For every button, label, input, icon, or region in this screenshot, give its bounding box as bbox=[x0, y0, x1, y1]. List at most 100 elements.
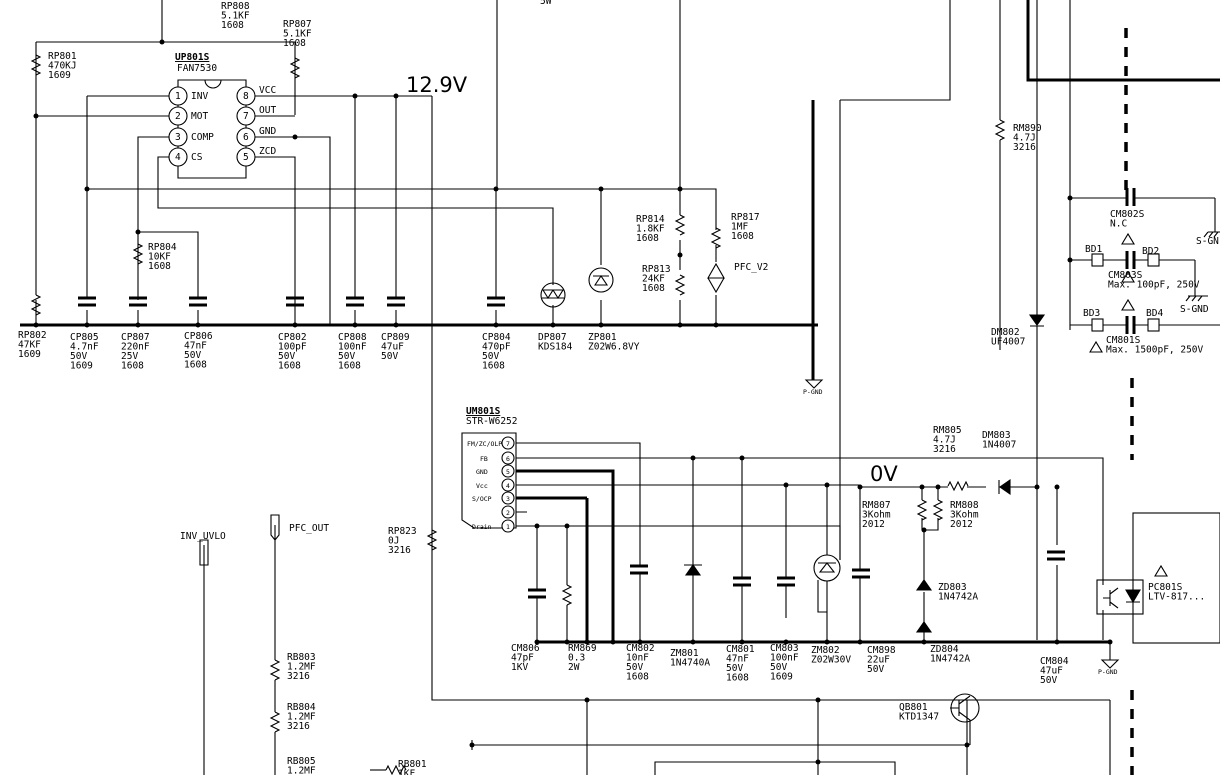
rp804-resistor bbox=[132, 243, 144, 265]
cm803-label-line: 100nF bbox=[770, 653, 799, 664]
um801s-pin-fm: FM/ZC/OLP bbox=[467, 440, 502, 448]
up801s-pin-6-num: 6 bbox=[243, 132, 249, 143]
cp807-capacitor bbox=[129, 296, 147, 307]
dm803-label-line: DM803 bbox=[982, 430, 1011, 441]
um801s-pin-vcc: Vcc bbox=[476, 482, 488, 490]
cm802-label-line: CM802 bbox=[626, 643, 655, 654]
up801s-pin-6 bbox=[236, 127, 256, 147]
bd2-box bbox=[1147, 253, 1160, 267]
cp809-label-line: 47uF bbox=[381, 342, 404, 353]
cm803-label-line: CM803 bbox=[770, 643, 799, 654]
connector-labels: BD1 BD2 BD3 BD4 PFC_V2 PFC_OUT INV_UVLO … bbox=[180, 236, 1219, 676]
voltage-label-12-9v: 12.9V bbox=[406, 73, 468, 97]
um801s-pin-socp: S/OCP bbox=[472, 495, 492, 503]
cp806-label-line: 50V bbox=[184, 350, 201, 361]
um801s-pin-6 bbox=[501, 451, 515, 465]
rp807-label-line: 5.1KF bbox=[283, 29, 312, 40]
bd4-label: BD4 bbox=[1146, 308, 1163, 319]
up801s-pin-4 bbox=[168, 147, 188, 167]
p-gnd-1-label: P-GND bbox=[803, 388, 823, 396]
bd2-label: BD2 bbox=[1142, 246, 1159, 257]
rp802-label-line: 47KF bbox=[18, 340, 41, 351]
rm869-resistor bbox=[561, 584, 573, 606]
cm898-label-line: CM898 bbox=[867, 645, 896, 656]
ic-um801s: 7 6 5 4 3 2 1 FM/ZC/OLP FB GND Vcc S/OCP… bbox=[461, 406, 517, 533]
um801s-pin-3 bbox=[501, 491, 515, 505]
cm801s-label-line: CM801S bbox=[1106, 335, 1141, 346]
bd1-label: BD1 bbox=[1085, 244, 1102, 255]
rp817-label-line: RP817 bbox=[731, 212, 760, 223]
cm806-label-line: 47pF bbox=[511, 653, 534, 664]
up801s-pin-3-num: 3 bbox=[175, 132, 181, 143]
zm801-label-line: ZM801 bbox=[670, 648, 699, 659]
zd803-label-line: ZD803 bbox=[938, 582, 967, 593]
top-partial-label: 5W bbox=[540, 0, 552, 7]
cm802s-capacitor bbox=[1125, 188, 1136, 206]
cp808-label-line: 50V bbox=[338, 351, 355, 362]
up801s-pin-1 bbox=[168, 86, 188, 106]
cp805-label-line: 4.7nF bbox=[70, 342, 99, 353]
warning-icon bbox=[1121, 298, 1135, 311]
rm807-resistor bbox=[916, 499, 928, 521]
p-gnd-1-symbol bbox=[804, 379, 824, 389]
rm805-label-line: RM805 bbox=[933, 425, 962, 436]
p-gnd-2-symbol bbox=[1100, 659, 1120, 669]
pc801s-label-line: PC801S bbox=[1148, 582, 1183, 593]
zp801-label-line: Z02W6.8VY bbox=[588, 342, 640, 353]
rp802-label-line: RP802 bbox=[18, 330, 47, 341]
up801s-part: FAN7530 bbox=[177, 63, 217, 74]
up801s-pin-5 bbox=[236, 147, 256, 167]
rm805-label-line: 3216 bbox=[933, 444, 956, 455]
um801s-pin-4-num: 4 bbox=[506, 482, 510, 490]
cp804-label-line: 50V bbox=[482, 351, 499, 362]
cp802-capacitor bbox=[286, 296, 304, 307]
cp809-label-line: 50V bbox=[381, 351, 398, 362]
cp809-capacitor bbox=[387, 296, 405, 307]
warning-icon bbox=[1089, 340, 1103, 353]
rp802-resistor bbox=[30, 294, 42, 316]
um801s-ref: UM801S bbox=[466, 406, 501, 417]
cm898-label-line: 50V bbox=[867, 664, 884, 675]
cp802-label-line: 100pF bbox=[278, 342, 307, 353]
rm869-label-line: RM869 bbox=[568, 643, 597, 654]
cm898-capacitor bbox=[852, 568, 870, 579]
pfc-v2-label: PFC_V2 bbox=[734, 262, 768, 273]
rp814-label-line: 1608 bbox=[636, 233, 659, 244]
bottom-wiring bbox=[199, 442, 1111, 775]
cm801-label-line: 50V bbox=[726, 663, 743, 674]
up801s-pin-2 bbox=[168, 106, 188, 126]
up801s-pin-1-num: 1 bbox=[175, 91, 181, 102]
cp802-label-line: CP802 bbox=[278, 332, 307, 343]
qb801-label-line: QB801 bbox=[899, 702, 928, 713]
ground-symbols bbox=[804, 231, 1220, 669]
cp806-label-line: 1608 bbox=[184, 360, 207, 371]
up801s-pin-gnd: GND bbox=[259, 126, 276, 137]
cp804-capacitor bbox=[487, 296, 505, 307]
pc801s-package bbox=[1132, 512, 1220, 644]
rp823-label-line: 0J bbox=[388, 536, 399, 547]
zm801-zener bbox=[684, 564, 702, 576]
rp813-label-line: 24KF bbox=[642, 274, 665, 285]
rm808-label-line: 3Kohm bbox=[950, 510, 979, 521]
rp801-label-line: RP801 bbox=[48, 51, 77, 62]
zp801-label-line: ZP801 bbox=[588, 332, 617, 343]
cm804-label-line: CM804 bbox=[1040, 656, 1069, 667]
voltage-label-0v: 0V bbox=[870, 462, 898, 486]
rb803-label-line: 1.2MF bbox=[287, 662, 316, 673]
rb804-label-line: RB804 bbox=[287, 702, 316, 713]
